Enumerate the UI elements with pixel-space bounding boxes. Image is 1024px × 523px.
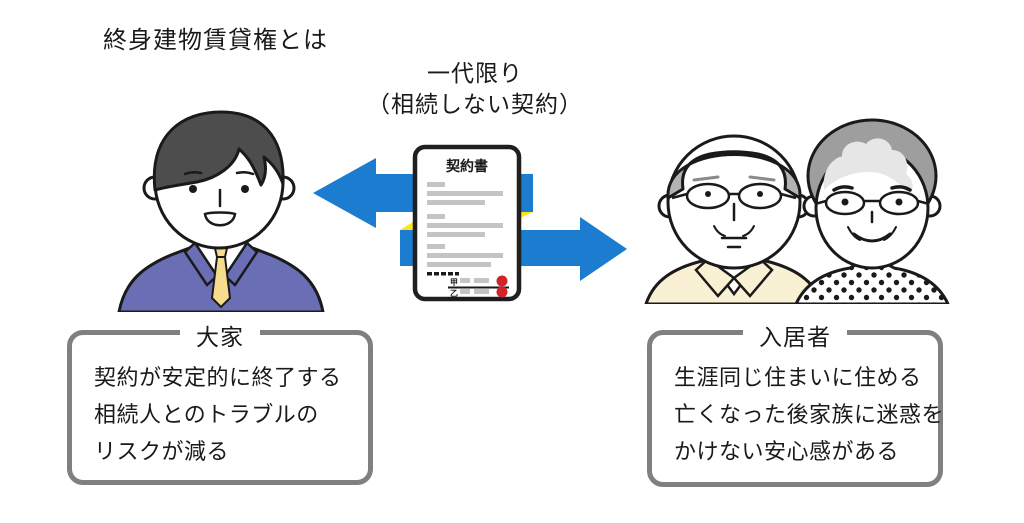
elder-man-fold-left bbox=[713, 225, 726, 237]
elder-woman-brow-right bbox=[890, 185, 912, 192]
contract-exchange-graphic: 契約書 甲 乙 bbox=[313, 144, 627, 302]
elder-woman-glasses-arm-left bbox=[814, 199, 827, 206]
elder-man-eye-right bbox=[757, 191, 763, 197]
elder-man-face bbox=[666, 134, 802, 270]
elder-woman-eye-right bbox=[895, 198, 903, 206]
elder-woman-glasses-left bbox=[824, 190, 866, 216]
landlord-brow-right bbox=[235, 170, 255, 176]
contract-party-b: 乙 bbox=[450, 289, 458, 298]
elder-man-brow-left bbox=[692, 175, 720, 182]
landlord-tie-blade bbox=[210, 256, 232, 309]
contract-party-a: 甲 bbox=[450, 278, 458, 287]
contract-text-lines bbox=[427, 182, 503, 267]
sig-a-field2 bbox=[474, 278, 489, 283]
elder-man-glasses-left bbox=[685, 182, 731, 210]
elder-man-glasses-right bbox=[737, 182, 783, 210]
landlord-illustration bbox=[117, 110, 325, 312]
sig-a-field1 bbox=[460, 278, 470, 283]
landlord-lapel-left bbox=[183, 241, 219, 287]
caption-line1: 一代限り bbox=[427, 60, 523, 86]
landlord-benefit-line: 相続人とのトラブルの bbox=[94, 402, 319, 427]
residents-illustration bbox=[644, 118, 950, 304]
elder-man-collar-left bbox=[694, 257, 736, 298]
landlord-brow-left bbox=[183, 170, 203, 176]
seal-b-icon bbox=[496, 286, 508, 298]
resident-benefit-line: 亡くなった後家族に迷惑を bbox=[674, 402, 945, 427]
elder-man-brow-right bbox=[748, 175, 776, 182]
elder-man-collar-right bbox=[732, 257, 774, 298]
elder-woman-fringe bbox=[823, 138, 913, 196]
page-title: 終身建物賃貸権とは bbox=[103, 27, 328, 54]
landlord-hair bbox=[152, 110, 285, 192]
sig-b-field1 bbox=[460, 289, 470, 294]
contract-fine-print bbox=[427, 272, 459, 276]
landlord-mouth bbox=[203, 211, 237, 227]
sig-b-field2 bbox=[474, 289, 489, 294]
resident-benefit-line: かけない安心感がある bbox=[674, 439, 900, 464]
resident-benefit-box: 入居者 生涯同じ住まいに住める 亡くなった後家族に迷惑を かけない安心感がある bbox=[647, 318, 945, 487]
landlord-benefit-box: 大家 契約が安定的に終了する 相続人とのトラブルの リスクが減る bbox=[67, 318, 373, 485]
resident-benefits: 生涯同じ住まいに住める 亡くなった後家族に迷惑を かけない安心感がある bbox=[652, 335, 945, 470]
landlord-eye-right bbox=[241, 185, 249, 193]
elder-woman-mouth bbox=[852, 232, 892, 243]
elder-man-fold-right bbox=[742, 225, 755, 237]
elder-man-glasses-arm-left bbox=[671, 192, 688, 200]
landlord-eye-left bbox=[189, 185, 197, 193]
resident-label: 入居者 bbox=[743, 318, 847, 352]
contract-title: 契約書 bbox=[445, 158, 488, 174]
contract-caption: 一代限り （相続しない契約） bbox=[320, 58, 630, 120]
elder-woman-eye-left bbox=[841, 198, 849, 206]
elder-woman-smilefold-right bbox=[883, 226, 897, 241]
elder-man-glasses-arm-right bbox=[780, 192, 797, 200]
elder-man-hair bbox=[666, 150, 802, 200]
elder-man-eye-left bbox=[705, 191, 711, 197]
landlord-label: 大家 bbox=[180, 318, 260, 352]
landlord-benefit-line: リスクが減る bbox=[94, 439, 230, 464]
landlord-benefit-line: 契約が安定的に終了する bbox=[94, 365, 342, 390]
elder-woman-glasses-arm-right bbox=[917, 199, 930, 206]
landlord-lapel-right bbox=[223, 241, 259, 287]
elder-woman-smilefold-left bbox=[847, 226, 861, 241]
resident-benefit-line: 生涯同じ住まいに住める bbox=[674, 365, 922, 390]
landlord-benefits: 契約が安定的に終了する 相続人とのトラブルの リスクが減る bbox=[72, 335, 368, 470]
seal-a-icon bbox=[496, 275, 508, 287]
caption-line2: （相続しない契約） bbox=[367, 91, 583, 117]
elder-woman-brow-left bbox=[832, 185, 854, 192]
elder-woman-glasses-right bbox=[878, 190, 920, 216]
